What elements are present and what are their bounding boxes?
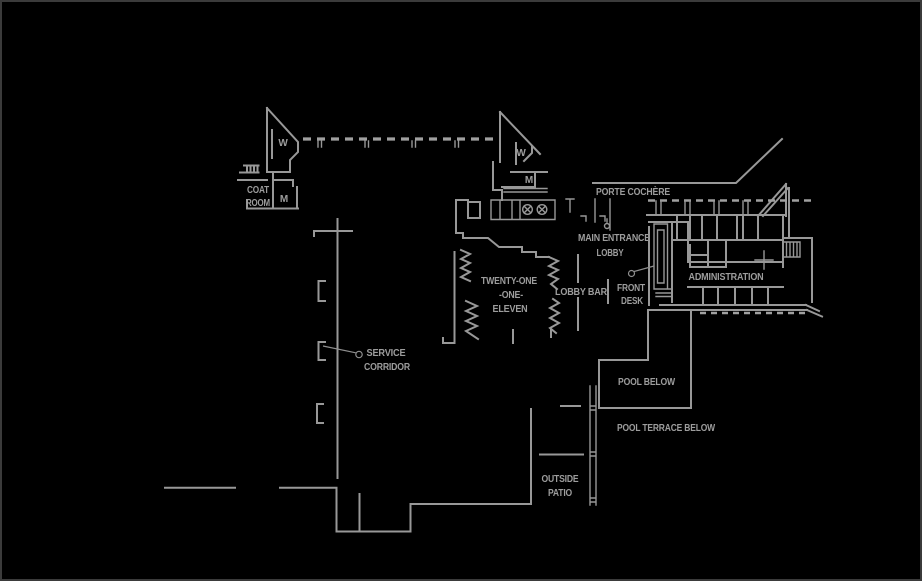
door-jamb-brackets [316, 280, 326, 424]
label-women-left: W [278, 138, 288, 149]
service-corridor-leader-circle [355, 350, 363, 359]
sink-icon [536, 203, 548, 215]
cross-marker-icon [754, 250, 774, 270]
stairs-icon [782, 241, 801, 258]
pool-walls [539, 309, 694, 506]
patio-walls [409, 408, 532, 505]
label-restaurant-line1: TWENTY-ONE [481, 276, 537, 287]
label-pool-below: POOL BELOW [618, 377, 676, 388]
bar-counter [490, 187, 556, 221]
corridor-dashed-line [303, 137, 497, 148]
accordion-partition-right-upper [546, 255, 561, 291]
right-restrooms-walls [492, 110, 548, 201]
label-restaurant-line2: -ONE- [499, 290, 523, 301]
left-restrooms-walls [237, 106, 299, 210]
label-outside-patio-line2: PATIO [548, 488, 572, 499]
label-outside-patio-line1: OUTSIDE [542, 474, 579, 485]
sink-icon [522, 203, 534, 215]
accordion-partition-left-upper [458, 248, 473, 283]
entrance-columns [565, 198, 611, 231]
service-corridor-walls [164, 218, 412, 533]
label-coat-line2: ROOM [246, 198, 270, 209]
front-desk-leader-circle [627, 269, 636, 278]
label-administration: ADMINISTRATION [689, 271, 764, 283]
label-front-desk-line1: FRONT [617, 283, 645, 294]
front-desk-leader-line [633, 265, 655, 273]
label-women-right: W [516, 148, 526, 159]
label-service-corridor-line2: CORRIDOR [364, 362, 411, 373]
pool-ladder [589, 385, 597, 506]
entrance-door-circle [603, 222, 611, 230]
label-restaurant-line3: ELEVEN [493, 304, 528, 315]
label-coat-line1: COAT [247, 185, 269, 196]
label-men-left: M [280, 194, 288, 205]
administration-walls [646, 214, 824, 318]
label-men-right: M [525, 175, 533, 186]
service-corridor-leader-line [322, 345, 356, 354]
label-main-entrance: MAIN ENTRANCE [578, 233, 650, 244]
front-desk-counter [653, 223, 673, 298]
label-pool-terrace-below: POOL TERRACE BELOW [617, 423, 716, 434]
accordion-partition-right-lower [547, 297, 562, 335]
front-desk [627, 221, 673, 306]
restaurant-walls [442, 199, 562, 344]
canopy-columns [655, 200, 749, 216]
label-service-corridor-line1: SERVICE [367, 348, 406, 359]
porte-cochere-canopy [592, 137, 812, 239]
label-porte-cochere: PORTE COCHÈRE [596, 185, 670, 198]
accordion-partition-left-lower [463, 299, 480, 341]
label-front-desk-line2: DESK [621, 296, 644, 307]
label-lobby: LOBBY [597, 248, 624, 259]
label-lobby-bar: LOBBY BAR [555, 287, 608, 298]
lobby-bar-walls [577, 254, 609, 331]
corridor-column-ticks [317, 140, 460, 148]
